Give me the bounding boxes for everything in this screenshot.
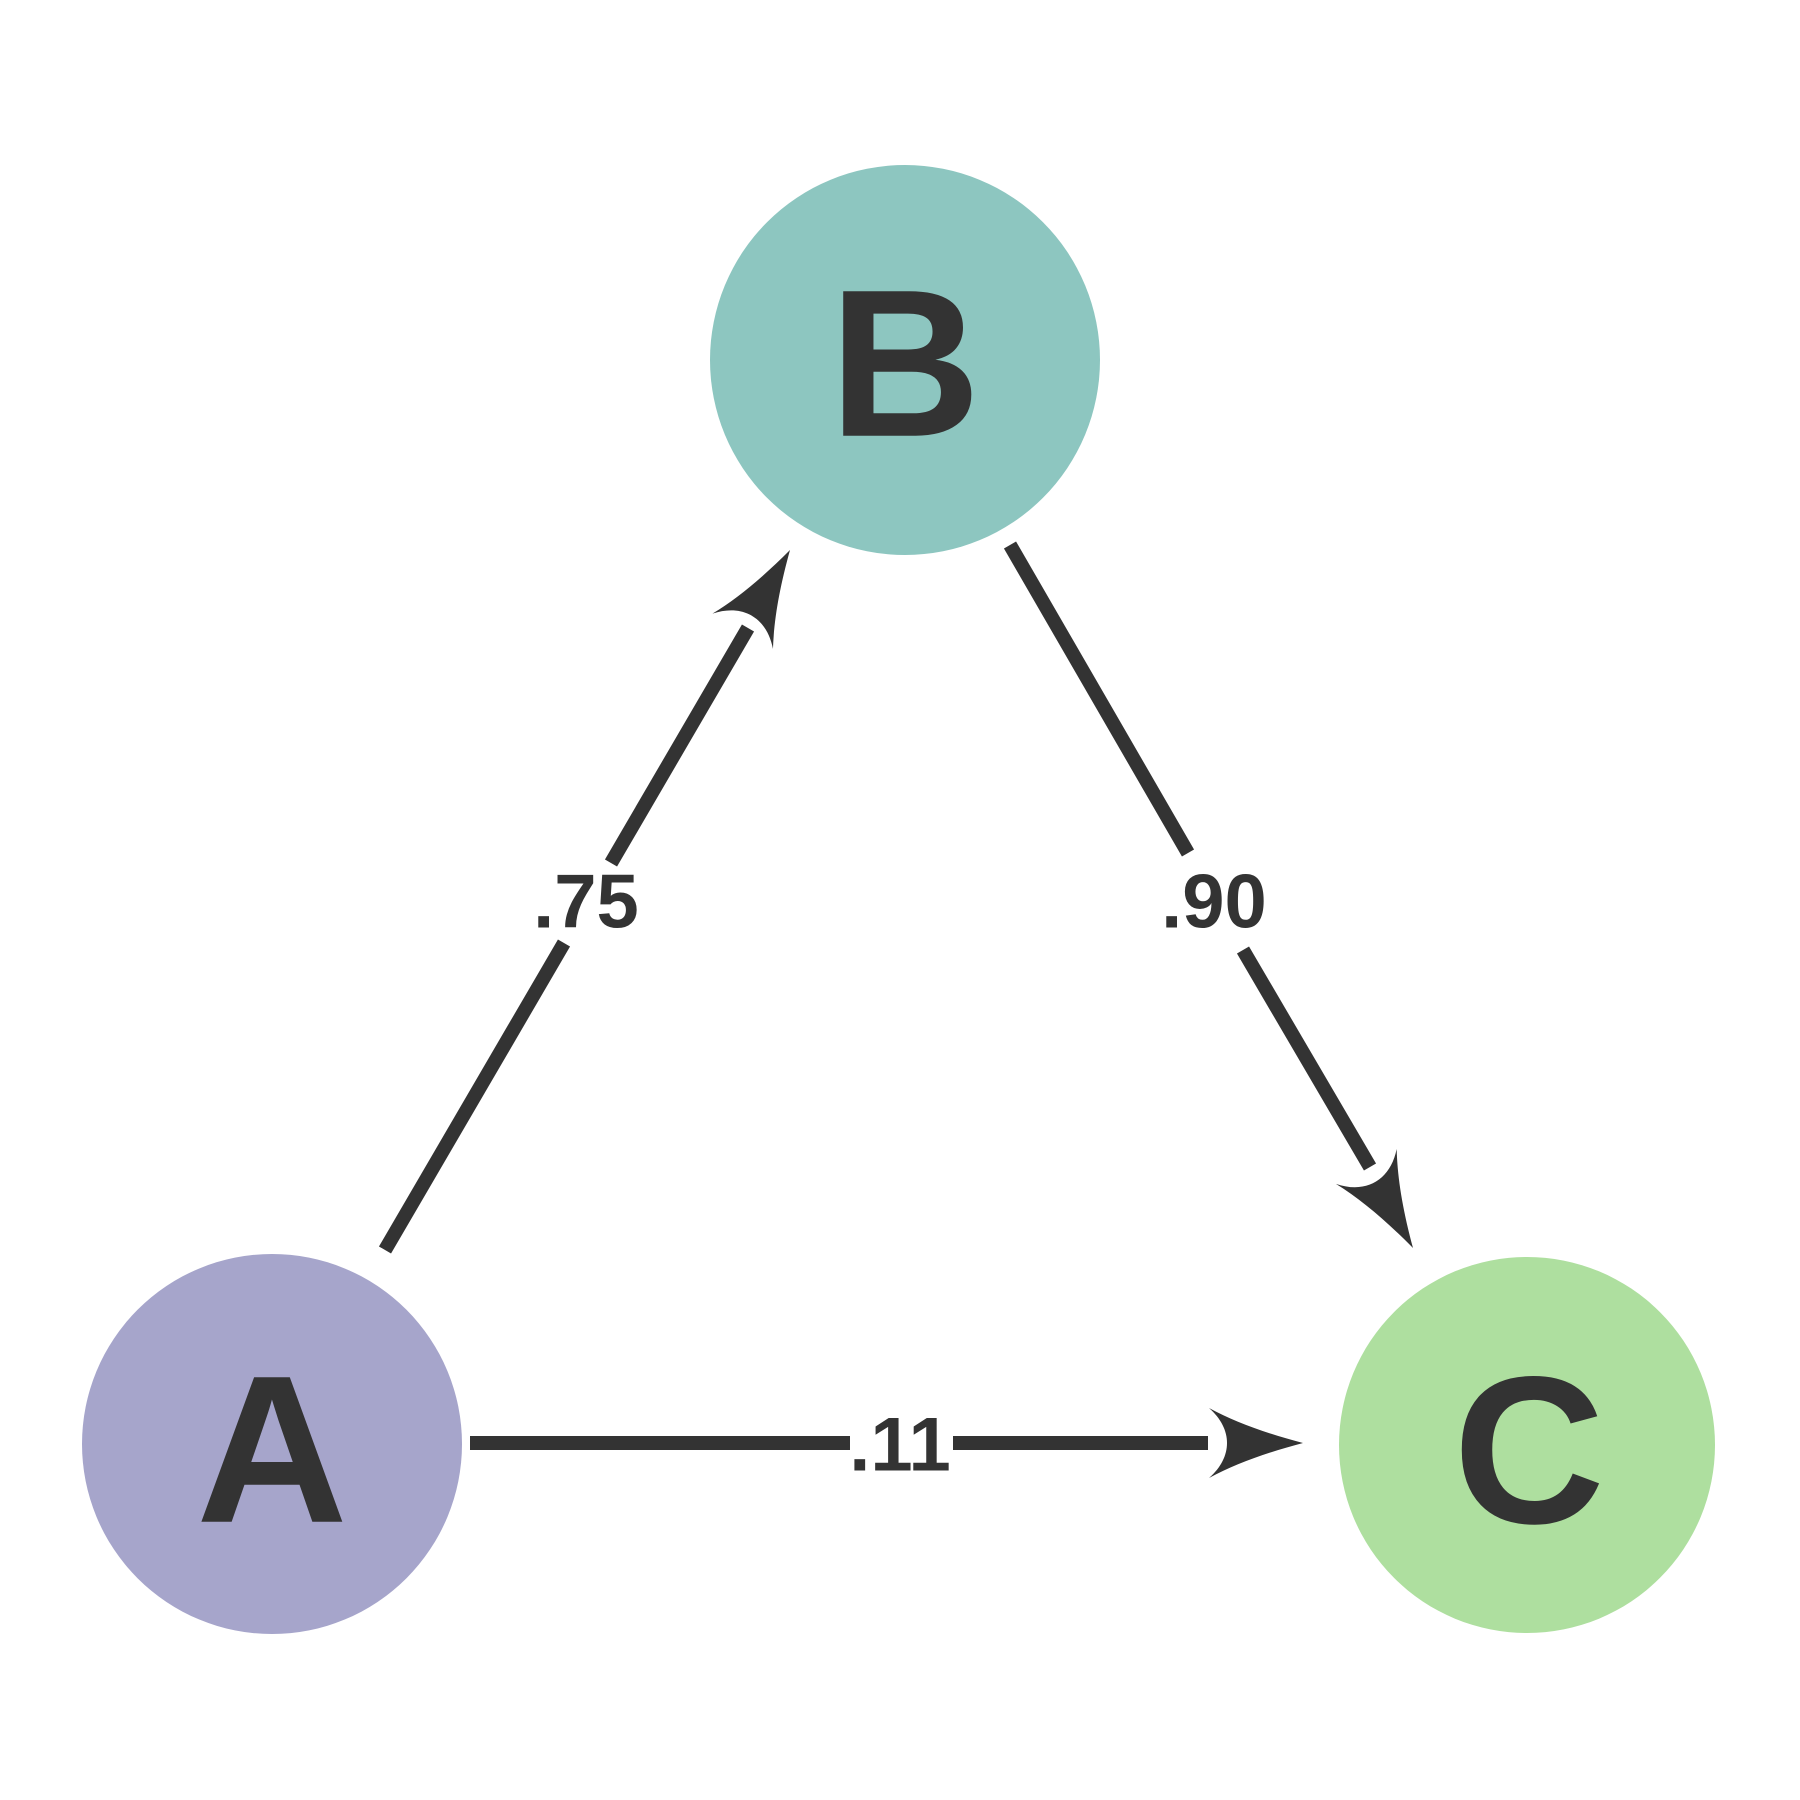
node-c: C [1339,1257,1715,1633]
edge-a-to-c-weight: .11 [849,1402,950,1487]
node-a: A [82,1254,462,1634]
node-a-label: A [196,1332,348,1567]
node-b: B [710,165,1100,555]
edge-a-to-b-segment-lower [378,939,571,1254]
node-b-label: B [829,246,981,481]
edge-b-to-c-segment-lower [1236,946,1377,1171]
node-b-circle [710,165,1100,555]
edge-a-to-b: .75 [378,550,790,1254]
edge-a-to-b-weight: .75 [533,859,639,944]
arrowhead-a-to-c-icon [1209,1408,1303,1478]
node-c-label: C [1453,1333,1605,1568]
node-a-circle [82,1254,462,1634]
edge-a-to-c: .11 [470,1402,1303,1487]
arrowhead-a-to-b-icon [712,550,790,649]
edge-b-to-c: .90 [1003,541,1413,1248]
arrowhead-b-to-c-icon [1335,1149,1413,1248]
edge-b-to-c-weight: .90 [1161,859,1267,944]
node-c-circle [1339,1257,1715,1633]
edge-b-to-c-segment-upper [1003,541,1195,857]
edge-a-to-b-segment-upper [604,624,755,867]
